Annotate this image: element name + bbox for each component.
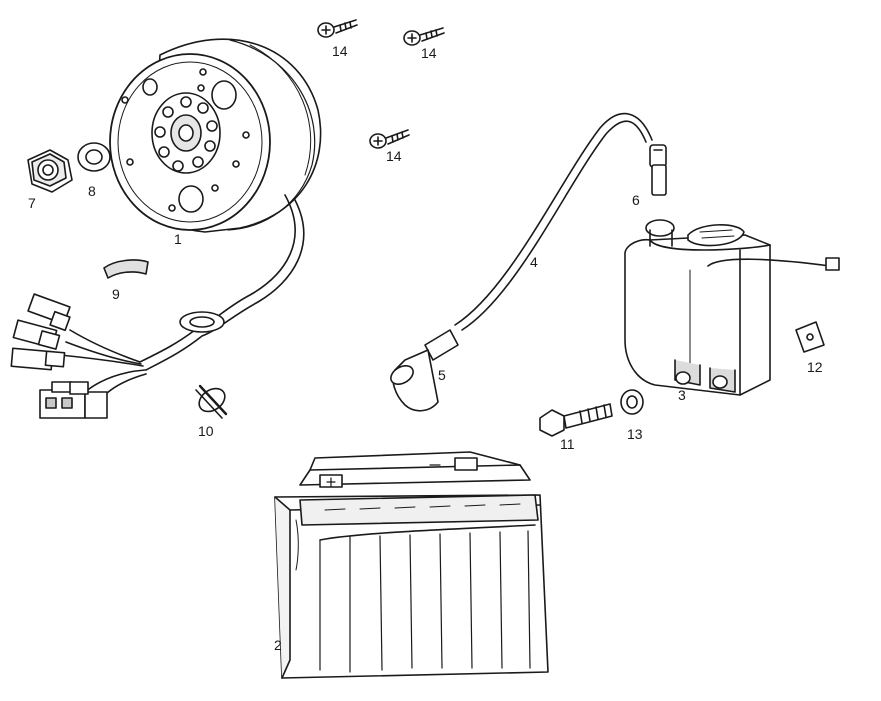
mounting-bolt <box>539 403 613 437</box>
spark-plug-cap <box>390 329 459 412</box>
callout-1: 1 <box>174 231 182 247</box>
callout-5: 5 <box>438 367 446 383</box>
callout-14: 14 <box>386 148 402 164</box>
callout-4: 4 <box>530 254 538 270</box>
callout-10: 10 <box>198 423 214 439</box>
cable-clip <box>195 384 228 419</box>
screw <box>403 27 445 46</box>
callout-9: 9 <box>112 286 120 302</box>
callout-12: 12 <box>807 359 823 375</box>
connector-plugs <box>10 293 108 419</box>
callout-13: 13 <box>627 426 643 442</box>
callout-8: 8 <box>88 183 96 199</box>
battery <box>274 451 549 679</box>
screw <box>317 19 358 38</box>
washer <box>620 389 644 415</box>
callout-14: 14 <box>332 43 348 59</box>
screw <box>369 129 410 149</box>
callout-11: 11 <box>560 436 575 452</box>
callout-14: 14 <box>421 45 437 61</box>
washer <box>77 142 111 172</box>
callout-3: 3 <box>678 387 686 403</box>
clip-nut <box>795 321 825 353</box>
ignition-coil-cdi <box>624 219 840 396</box>
woodruff-key <box>103 259 149 279</box>
callout-2: 2 <box>274 637 282 653</box>
callout-7: 7 <box>28 195 36 211</box>
hex-nut <box>27 149 73 193</box>
stator-wiring-harness <box>59 194 305 401</box>
callout-6: 6 <box>632 192 640 208</box>
lead-terminal-cap <box>649 144 667 196</box>
flywheel-magneto <box>109 38 322 233</box>
hv-lead <box>454 112 653 331</box>
